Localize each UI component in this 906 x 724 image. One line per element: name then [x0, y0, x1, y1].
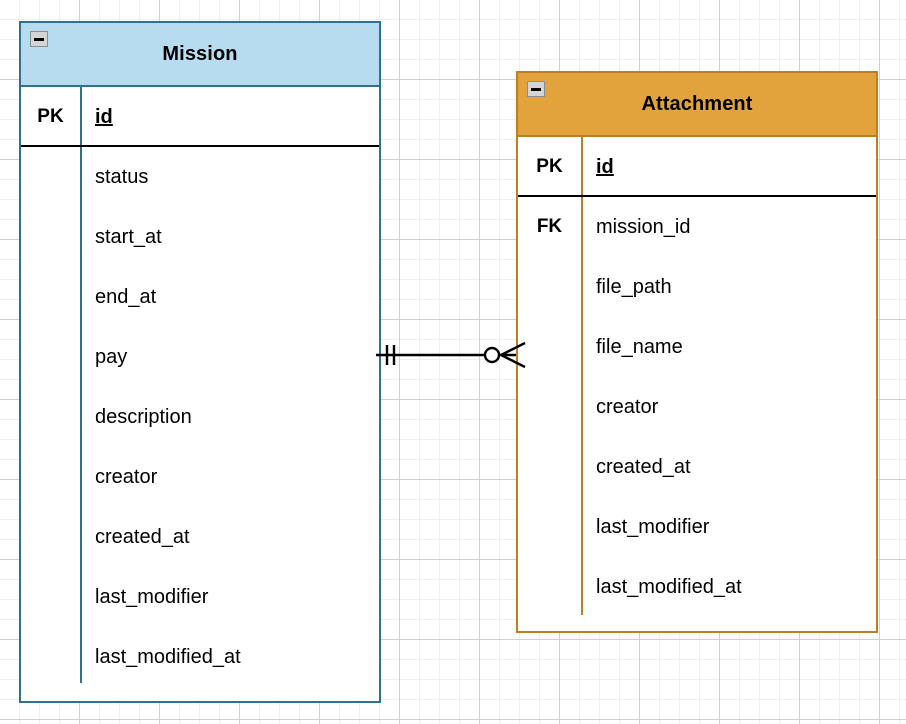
table-row[interactable]: created_at [518, 437, 876, 497]
column-name: id [596, 155, 614, 178]
entity-mission[interactable]: Mission PK id status start_at end_at pay… [19, 21, 381, 703]
table-row[interactable]: last_modifier [21, 567, 379, 627]
column-name: start_at [95, 225, 162, 248]
table-row[interactable]: end_at [21, 267, 379, 327]
column-name: created_at [596, 455, 691, 478]
column-name: last_modifier [596, 515, 710, 538]
key-column-divider [80, 87, 82, 683]
minus-glyph [34, 37, 44, 41]
minus-glyph [531, 87, 541, 91]
table-row[interactable]: status [21, 147, 379, 207]
column-name: id [95, 105, 113, 128]
entity-mission-header[interactable]: Mission [21, 23, 379, 87]
column-name: status [95, 165, 149, 188]
column-name: pay [95, 345, 128, 368]
primary-key-separator [518, 195, 876, 197]
table-row[interactable]: created_at [21, 507, 379, 567]
column-key: PK [37, 106, 64, 127]
column-key: PK [536, 156, 563, 177]
column-name: file_name [596, 335, 683, 358]
column-name: mission_id [596, 215, 691, 238]
table-row[interactable]: description [21, 387, 379, 447]
collapse-minus-icon[interactable] [527, 81, 545, 97]
column-name: creator [95, 465, 158, 488]
cardinality-zero-circle-icon [483, 346, 501, 364]
column-name: file_path [596, 275, 672, 298]
cardinality-many-crowsfoot-icon [498, 341, 526, 369]
table-row[interactable]: start_at [21, 207, 379, 267]
entity-attachment-header[interactable]: Attachment [518, 73, 876, 137]
table-row[interactable]: creator [518, 377, 876, 437]
entity-attachment[interactable]: Attachment PK id FK mission_id file_path… [516, 71, 878, 633]
column-name: end_at [95, 285, 157, 308]
entity-mission-title: Mission [162, 42, 238, 65]
table-row[interactable]: file_name [518, 317, 876, 377]
column-name: last_modified_at [596, 575, 742, 598]
table-row[interactable]: last_modified_at [21, 627, 379, 687]
table-row[interactable]: file_path [518, 257, 876, 317]
column-name: last_modifier [95, 585, 209, 608]
table-row[interactable]: last_modified_at [518, 557, 876, 617]
table-row[interactable]: FK mission_id [518, 197, 876, 257]
entity-attachment-columns: PK id FK mission_id file_path file_name … [518, 137, 876, 617]
relationship-connector-mission-attachment[interactable] [376, 327, 526, 383]
column-name: last_modified_at [95, 645, 241, 668]
column-name: description [95, 405, 192, 428]
table-row[interactable]: last_modifier [518, 497, 876, 557]
column-name: creator [596, 395, 659, 418]
entity-mission-columns: PK id status start_at end_at pay descrip… [21, 87, 379, 687]
column-key: FK [536, 216, 563, 237]
primary-key-separator [21, 145, 379, 147]
key-column-divider [581, 137, 583, 615]
entity-attachment-title: Attachment [641, 92, 753, 115]
table-row[interactable]: pay [21, 327, 379, 387]
table-row[interactable]: PK id [518, 137, 876, 197]
column-name: created_at [95, 525, 190, 548]
collapse-minus-icon[interactable] [30, 31, 48, 47]
table-row[interactable]: PK id [21, 87, 379, 147]
table-row[interactable]: creator [21, 447, 379, 507]
